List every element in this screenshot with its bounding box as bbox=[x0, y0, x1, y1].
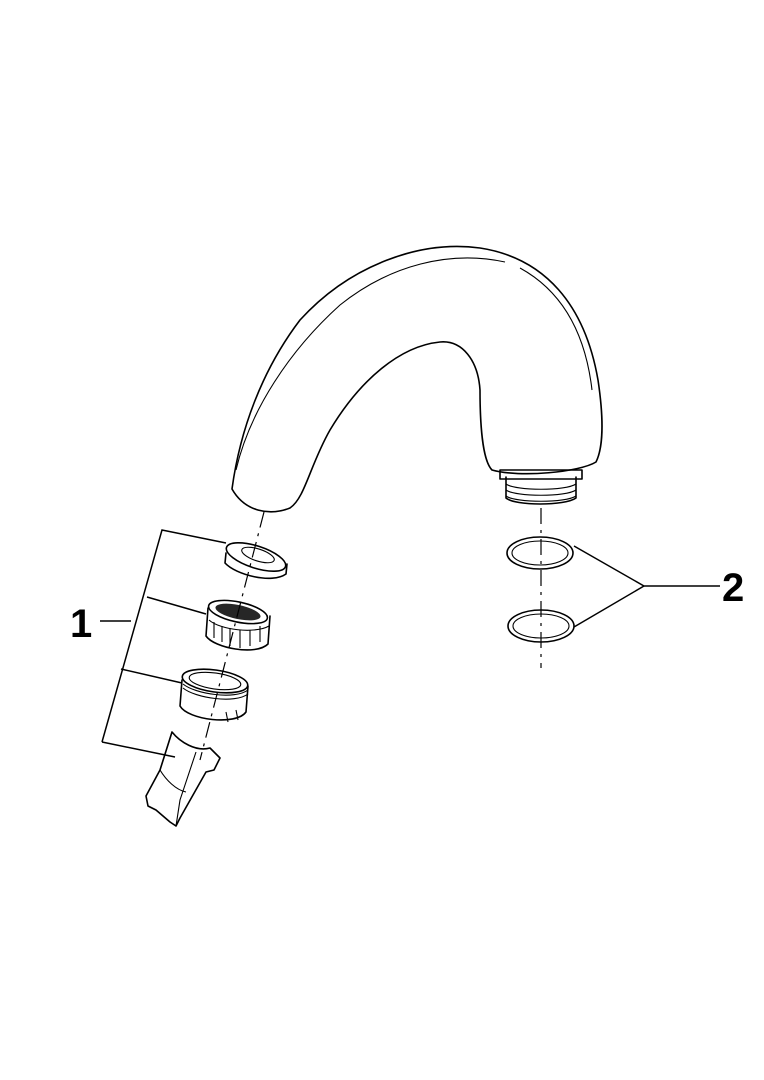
o-ring-lower bbox=[507, 609, 575, 643]
leader-lines-2 bbox=[573, 545, 720, 628]
spout-thread-end bbox=[499, 469, 583, 505]
flow-insert bbox=[145, 731, 221, 827]
aerator-housing bbox=[179, 668, 249, 723]
axis-left bbox=[199, 511, 265, 761]
leader-lines-1 bbox=[100, 529, 227, 758]
o-ring-upper bbox=[506, 536, 574, 570]
callout-1: 1 bbox=[70, 602, 92, 646]
aerator-insert bbox=[205, 599, 271, 651]
spout-body bbox=[231, 245, 603, 513]
washer bbox=[224, 542, 288, 580]
callout-2: 2 bbox=[722, 566, 744, 610]
